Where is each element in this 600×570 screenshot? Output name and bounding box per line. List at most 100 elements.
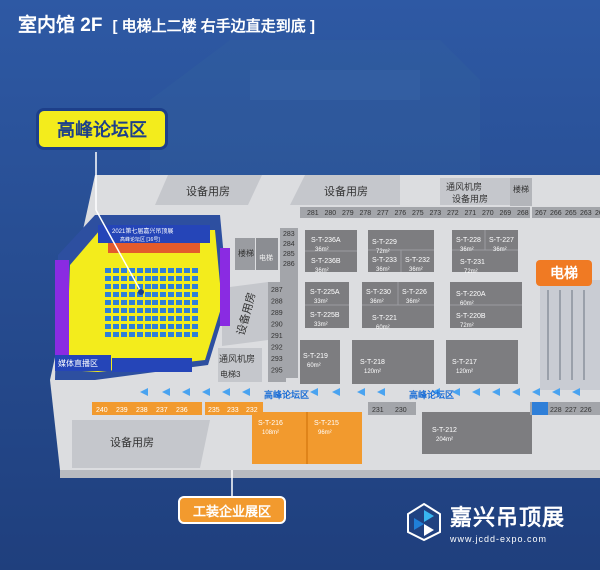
booth-number: 281 [307, 210, 319, 217]
seat [121, 284, 127, 289]
seat [137, 284, 143, 289]
booth-labels: S-T-236A36m²S-T-236B36m²S-T-22972m²S-T-2… [258, 237, 514, 443]
seat [113, 284, 119, 289]
booth-area-label: 204m² [436, 437, 453, 443]
seat [168, 268, 174, 273]
stage-banner-bg [98, 225, 210, 243]
aisle-arrow [182, 388, 190, 396]
seat [105, 332, 111, 337]
booth-217[interactable] [446, 340, 518, 384]
seat [192, 316, 198, 321]
brand-logo-icon [407, 502, 441, 542]
seat [105, 284, 111, 289]
booth-number: 263 [580, 210, 592, 217]
booth-id: S-T-227 [489, 237, 514, 244]
seat [192, 268, 198, 273]
booth-number: 275 [412, 210, 424, 217]
booth-number: 279 [342, 210, 354, 217]
seat [137, 268, 143, 273]
seat [184, 284, 190, 289]
seat [176, 268, 182, 273]
booth-number: 283 [283, 231, 295, 238]
booth-number: 236 [176, 407, 188, 414]
seat [121, 308, 127, 313]
seat [145, 332, 151, 337]
bottom-number-strip-2 [205, 402, 263, 415]
seat [184, 276, 190, 281]
seat [152, 300, 158, 305]
seat [160, 276, 166, 281]
seat [168, 300, 174, 305]
booth-218[interactable] [352, 340, 434, 384]
booth-id: S-T-236A [311, 237, 341, 244]
stairs-top [510, 178, 532, 206]
booth-number: 271 [465, 210, 477, 217]
seat [137, 316, 143, 321]
seat [137, 276, 143, 281]
booth-area-label: 36m² [409, 267, 423, 273]
booth-id: S-T-218 [360, 359, 385, 366]
stage-purple-left [55, 260, 69, 370]
seat [145, 284, 151, 289]
aisle-arrow [357, 388, 365, 396]
booth-number: 227 [565, 407, 577, 414]
seat [152, 268, 158, 273]
booth-number: 238 [136, 407, 148, 414]
booth-number: 278 [360, 210, 372, 217]
aisle-arrow [512, 388, 520, 396]
booth-219[interactable] [300, 340, 340, 384]
booth-number: 280 [325, 210, 337, 217]
booth-number: 269 [500, 210, 512, 217]
booth-number: 226 [580, 407, 592, 414]
booth-number: 233 [227, 407, 239, 414]
booth-212[interactable] [422, 412, 532, 454]
booth-id: S-T-233 [372, 257, 397, 264]
aisle-label: 高峰论坛区 [264, 389, 309, 400]
seat [129, 292, 135, 297]
seat [105, 276, 111, 281]
booth-id: S-T-217 [452, 359, 477, 366]
room-label: 电梯3 [220, 369, 241, 379]
elevator-label: 电梯 [536, 260, 592, 286]
seat [192, 300, 198, 305]
equipment-room-vertical [222, 282, 268, 346]
aisle-arrow [472, 388, 480, 396]
booth-area-label: 72m² [464, 269, 478, 275]
seat [145, 268, 151, 273]
seat [184, 292, 190, 297]
seat [192, 324, 198, 329]
booth-area-label: 60m² [460, 301, 474, 307]
seat [176, 324, 182, 329]
booth-id: S-T-220A [456, 291, 486, 298]
booth-id: S-T-220B [456, 313, 486, 320]
booth-number: 293 [271, 356, 283, 363]
direction-note: [ 电梯上二楼 右手边直走到底 ] [112, 18, 315, 35]
booth-number: 288 [271, 299, 283, 306]
seat [113, 300, 119, 305]
seat [105, 300, 111, 305]
seat [152, 324, 158, 329]
seat [176, 292, 182, 297]
booth-number: 235 [208, 407, 220, 414]
room-label: 媒体直播区 [58, 358, 98, 368]
room-label: 设备用房 [452, 193, 488, 204]
seat [129, 284, 135, 289]
aisle-arrow [332, 388, 340, 396]
booth-area-label: 120m² [456, 369, 473, 375]
background-building [150, 40, 480, 180]
map-header: 室内馆 2F [ 电梯上二楼 右手边直走到底 ] [18, 10, 315, 37]
room-label: 设备用房 [110, 435, 154, 449]
seat [192, 292, 198, 297]
tooling-callout: 工装企业展区 [178, 496, 286, 524]
equipment-room-top-mid [290, 175, 400, 205]
booth-area [300, 230, 532, 454]
booth-number: 292 [271, 345, 283, 352]
booth-id: S-T-228 [456, 237, 481, 244]
seat [168, 324, 174, 329]
booth-number: 237 [156, 407, 168, 414]
seat [129, 276, 135, 281]
seat [152, 308, 158, 313]
booth-area-label: 36m² [493, 247, 507, 253]
